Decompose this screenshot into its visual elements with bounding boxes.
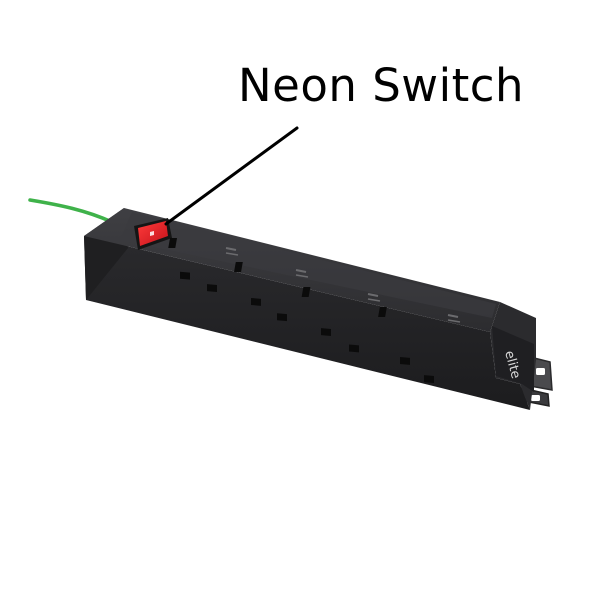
socket-2 [234, 262, 309, 322]
callout-line [164, 126, 299, 226]
callout-label: Neon Switch [238, 59, 524, 112]
socket-4 [378, 307, 461, 383]
neon-switch [134, 218, 172, 250]
strip-front-face [84, 236, 530, 410]
socket-3 [301, 287, 381, 353]
power-cable [28, 198, 114, 224]
socket-1 [168, 238, 239, 292]
brand-logo: elite [501, 349, 523, 380]
